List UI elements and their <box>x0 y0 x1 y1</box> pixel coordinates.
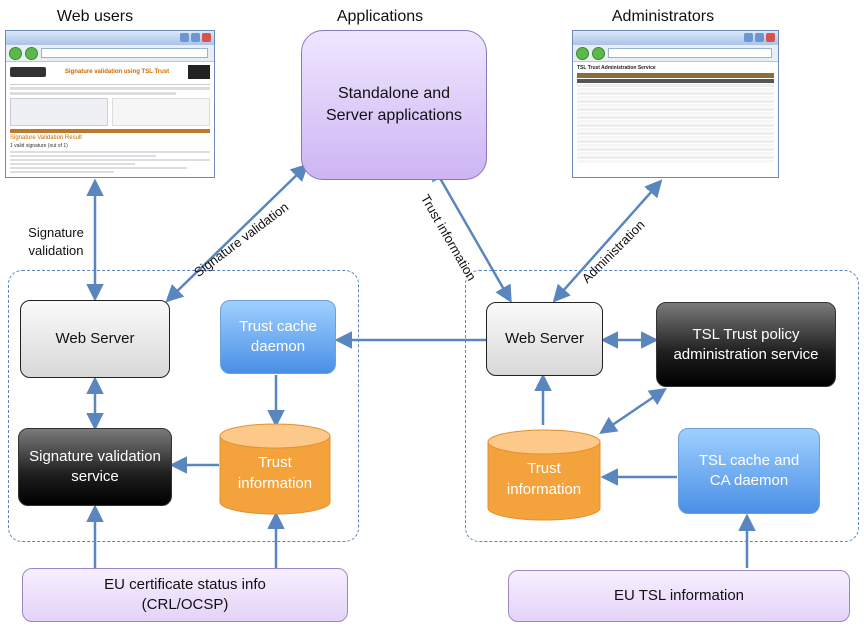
standalone-apps-node: Standalone and Server applications <box>301 30 487 180</box>
web-server-right-node: Web Server <box>486 302 603 376</box>
trust-information-right-cylinder <box>487 429 601 521</box>
hardware-logo <box>10 67 46 77</box>
forward-icon <box>592 46 605 60</box>
result-title: Signature Validation Result <box>10 135 82 141</box>
label-signature-validation-vertical: Signature validation <box>28 225 84 258</box>
result-status: 1 valid signature (out of 1) <box>10 143 68 149</box>
close-icon <box>202 33 211 42</box>
back-icon <box>9 46 22 60</box>
heading-web-users: Web users <box>56 8 134 25</box>
browser-navbar <box>6 45 214 62</box>
minimize-icon <box>180 33 189 42</box>
eu-cert-status-node: EU certificate status info (CRL/OCSP) <box>22 568 348 622</box>
back-icon <box>576 46 589 60</box>
address-bar <box>608 48 772 58</box>
brand-logo <box>188 65 210 79</box>
admin-page-title: TSL Trust Administration Service <box>577 65 656 71</box>
heading-administrators: Administrators <box>611 8 715 25</box>
admin-table <box>577 84 774 163</box>
titlebar <box>573 31 778 45</box>
arrow-apps-webserver-right <box>431 162 512 304</box>
heading-applications: Applications <box>336 8 424 25</box>
minimize-icon <box>744 33 753 42</box>
forward-icon <box>25 46 38 60</box>
arrow-admins-webserver-right <box>552 179 663 303</box>
trust-info-left-label: Trust information <box>237 454 313 492</box>
signature-validation-service-node: Signature validation service <box>18 428 172 506</box>
tsl-cache-daemon-node: TSL cache and CA daemon <box>678 428 820 514</box>
arrow-apps-webserver-left <box>165 163 309 303</box>
admin-screenshot: TSL Trust Administration Service <box>572 30 779 178</box>
trust-information-left-cylinder <box>219 423 331 515</box>
arrow-policy-trustinfo <box>599 388 667 434</box>
trust-cache-daemon-node: Trust cache daemon <box>220 300 336 374</box>
maximize-icon <box>755 33 764 42</box>
titlebar <box>6 31 214 45</box>
eu-tsl-info-node: EU TSL information <box>508 570 850 622</box>
maximize-icon <box>191 33 200 42</box>
tsl-policy-service-node: TSL Trust policy administration service <box>656 302 836 387</box>
browser-navbar <box>573 45 778 62</box>
close-icon <box>766 33 775 42</box>
address-bar <box>41 48 208 58</box>
page-title: Signature validation using TSL Trust <box>64 69 170 75</box>
trust-info-right-label: Trust information <box>506 460 582 498</box>
web-server-left-node: Web Server <box>20 300 170 378</box>
web-users-screenshot: Signature validation using TSL Trust Sig… <box>5 30 215 178</box>
